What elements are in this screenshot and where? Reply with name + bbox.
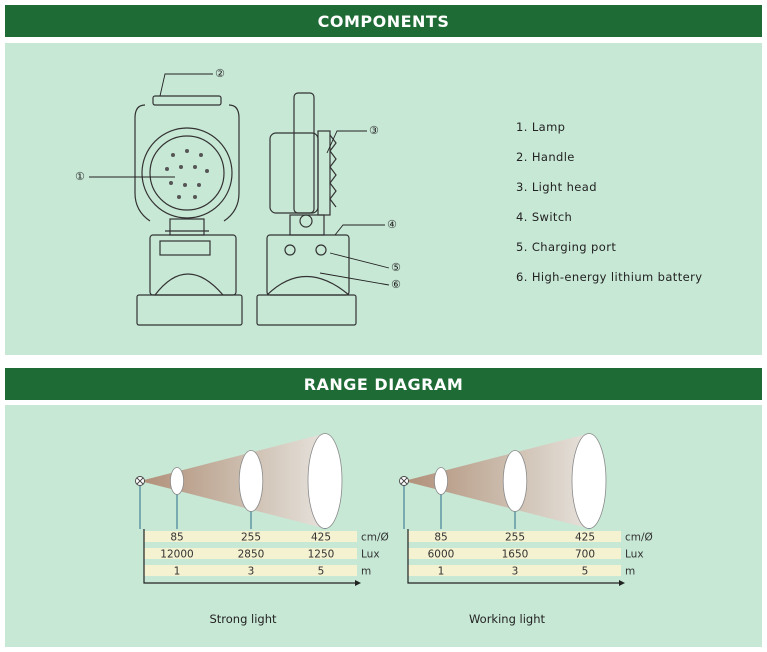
table-cell: 3 (512, 566, 519, 578)
table-row-band (408, 531, 621, 542)
components-banner: COMPONENTS (5, 5, 762, 37)
table-cell: 1 (174, 566, 181, 578)
components-drawing (89, 73, 390, 326)
axis-bracket (407, 529, 619, 584)
side-view (256, 92, 357, 326)
legend-item: 5. Charging port (516, 240, 617, 254)
beam-cross-section (169, 467, 184, 495)
legend-item: 3. Light head (516, 180, 597, 194)
unit-label: Lux (361, 549, 380, 561)
callout-5: ⑤ (391, 261, 401, 274)
axis-arrow (355, 580, 361, 586)
table-cell: 12000 (160, 549, 193, 561)
table-cell: 3 (248, 566, 255, 578)
table-cell: 425 (575, 532, 595, 544)
table-cell: 85 (170, 532, 183, 544)
legend-item: 2. Handle (516, 150, 575, 164)
table-cell: 1650 (502, 549, 529, 561)
unit-label: m (625, 566, 635, 578)
callout-1: ① (75, 170, 85, 183)
legend-item: 4. Switch (516, 210, 573, 224)
axis-bracket (143, 529, 355, 584)
unit-label: m (361, 566, 371, 578)
table-row-band (144, 531, 357, 542)
table-row-band (144, 548, 357, 559)
table-cell: 255 (241, 532, 261, 544)
callout-3: ③ (369, 124, 379, 137)
components-title: COMPONENTS (317, 11, 450, 31)
components-panel: ① ② ③ ④ ⑤ ⑥ 1. Lamp 2. Handle 3. Light h… (5, 43, 762, 355)
light-source-cross (400, 477, 408, 485)
beam-cross-section (433, 467, 448, 495)
table-cell: 85 (434, 532, 447, 544)
callout-2: ② (215, 67, 225, 80)
range-title: RANGE DIAGRAM (303, 374, 464, 394)
diagram-label: Strong light (209, 612, 277, 626)
table-cell: 2850 (238, 549, 265, 561)
light-beam (140, 433, 325, 529)
diagram-label: Working light (469, 612, 546, 626)
axis-arrow (619, 580, 625, 586)
legend-item: 6. High-energy lithium battery (516, 270, 703, 284)
callout-4: ④ (387, 218, 397, 231)
legend-item: 1. Lamp (516, 120, 566, 134)
table-cell: 6000 (428, 549, 455, 561)
table-row-band (144, 565, 357, 576)
front-view (134, 95, 243, 326)
table-cell: 1250 (308, 549, 335, 561)
light-beam (404, 433, 589, 529)
component-legend: 1. Lamp 2. Handle 3. Light head 4. Switc… (516, 120, 702, 300)
leader-lines (89, 73, 390, 286)
unit-label: Lux (625, 549, 644, 561)
table-row-band (408, 548, 621, 559)
beam-cross-section (502, 450, 528, 512)
callout-6: ⑥ (391, 278, 401, 291)
unit-label: cm/Ø (625, 532, 653, 544)
table-row-band (408, 565, 621, 576)
beam-cross-section (571, 433, 607, 529)
table-cell: 425 (311, 532, 331, 544)
table-cell: 255 (505, 532, 525, 544)
table-cell: 1 (438, 566, 445, 578)
table-cell: 5 (318, 566, 325, 578)
beam-cross-section (307, 433, 343, 529)
table-cell: 700 (575, 549, 595, 561)
range-banner: RANGE DIAGRAM (5, 368, 762, 400)
table-cell: 5 (582, 566, 589, 578)
light-source-cross (136, 477, 144, 485)
beam-cross-section (238, 450, 264, 512)
unit-label: cm/Ø (361, 532, 389, 544)
